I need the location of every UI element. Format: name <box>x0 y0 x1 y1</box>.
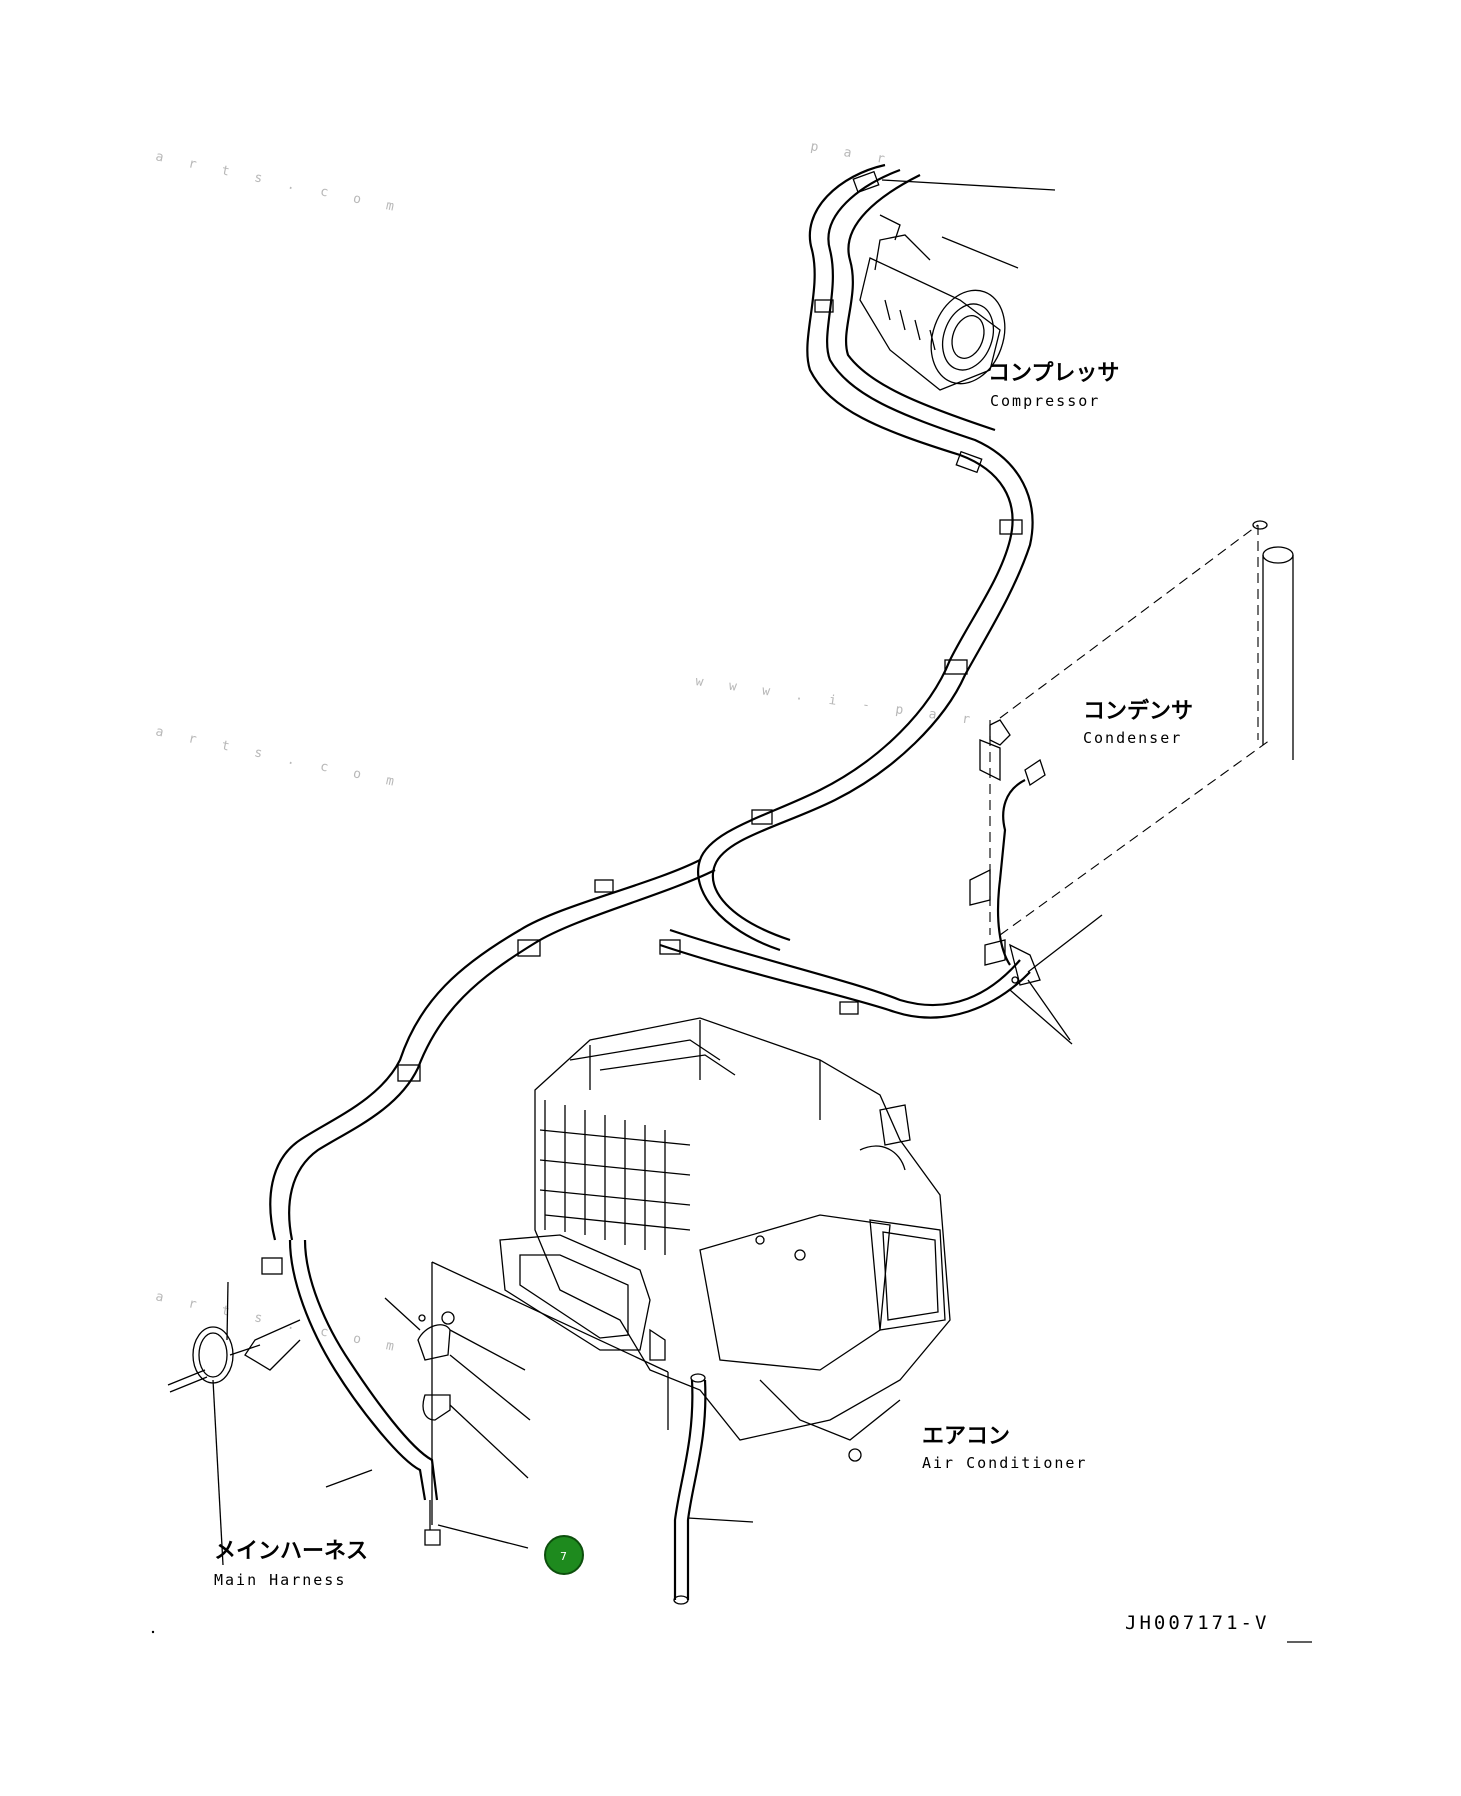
badge-circle[interactable] <box>544 1535 584 1575</box>
condenser-drawing <box>969 520 1294 986</box>
main-harness-label-en: Main Harness <box>214 1571 346 1589</box>
main-harness-label-jp: メインハーネス <box>214 1539 368 1564</box>
air-conditioner-label-jp: エアコン <box>922 1424 1010 1449</box>
compressor-drawing <box>859 214 1006 391</box>
compressor-label-jp: コンプレッサ <box>988 361 1119 386</box>
drawing-code: JH007171-V <box>1125 1612 1269 1634</box>
corner-mark <box>151 1630 155 1634</box>
condenser-label-jp: コンデンサ <box>1083 698 1193 724</box>
condenser-label-en: Condenser <box>1083 729 1182 747</box>
badge-number: 7 <box>560 1550 567 1563</box>
labels: コンプレッサ Compressor コンデンサ Condenser エアコン A… <box>151 361 1312 1643</box>
watermarks: a r t s . c o m a r t s . c o m a r t s … <box>154 139 980 1356</box>
watermark-5: p a r <box>809 139 894 168</box>
watermark-1: a r t s . c o m <box>154 149 404 216</box>
compressor-label-en: Compressor <box>990 392 1100 410</box>
part-callout-badge[interactable]: 7 <box>544 1535 584 1575</box>
watermark-3: a r t s . c o m <box>154 1289 404 1356</box>
air-conditioner-label-en: Air Conditioner <box>922 1454 1087 1472</box>
exploded-view-frame <box>431 1261 669 1525</box>
leader-lines <box>212 179 1103 1566</box>
air-conditioner-drawing <box>499 1017 951 1462</box>
lower-pipes <box>167 1239 707 1605</box>
watermark-2: a r t s . c o m <box>154 724 404 791</box>
refrigerant-hoses <box>269 163 1034 1241</box>
